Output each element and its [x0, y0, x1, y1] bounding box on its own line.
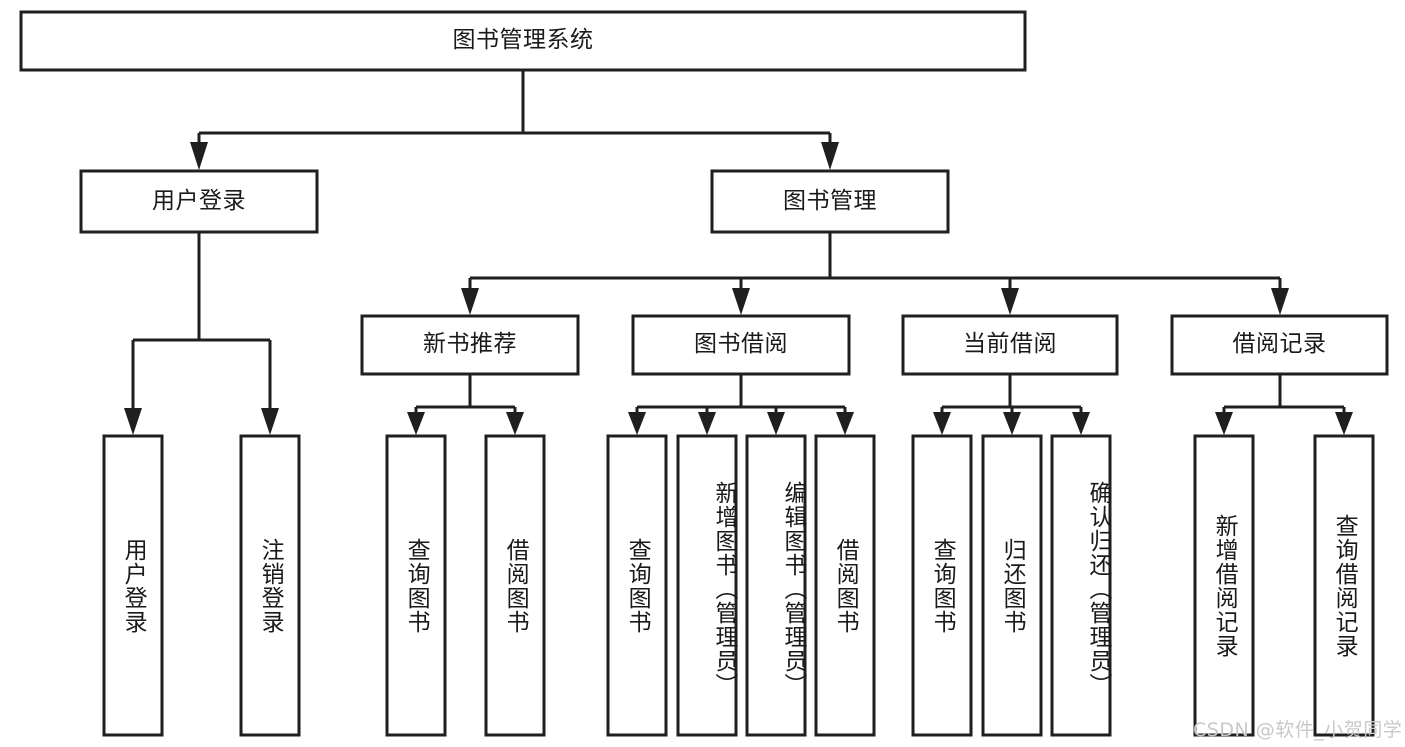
edge-currentborrow-to-leaves — [933, 374, 1090, 435]
box-borrow-record[interactable] — [1170, 314, 1389, 376]
box-leaf-query-book-2[interactable] — [606, 434, 668, 737]
box-leaf-confirm-return[interactable] — [1050, 434, 1112, 737]
box-leaf-borrow-book-2[interactable] — [814, 434, 876, 737]
edge-userlogin-to-leaves — [124, 232, 279, 435]
edge-bookmgmt-to-level3 — [461, 232, 1289, 315]
box-leaf-user-login[interactable] — [102, 434, 164, 737]
box-current-borrow[interactable] — [901, 314, 1119, 376]
box-user-login[interactable] — [79, 169, 319, 234]
box-book-management[interactable] — [710, 169, 950, 234]
edge-borrowrecord-to-leaves — [1215, 374, 1353, 435]
box-leaf-user-logout[interactable] — [239, 434, 301, 737]
edge-newbook-to-leaves — [407, 374, 524, 435]
box-leaf-return-book[interactable] — [981, 434, 1043, 737]
box-leaf-add-record[interactable] — [1193, 434, 1255, 737]
box-leaf-add-book[interactable] — [676, 434, 738, 737]
box-leaf-query-book-3[interactable] — [911, 434, 973, 737]
box-book-borrow[interactable] — [631, 314, 851, 376]
edge-bookborrow-to-leaves — [628, 374, 854, 435]
box-new-book-recommend[interactable] — [360, 314, 580, 376]
edge-root-to-level2 — [190, 70, 839, 170]
box-leaf-query-book-1[interactable] — [385, 434, 447, 737]
box-leaf-borrow-book-1[interactable] — [484, 434, 546, 737]
box-leaf-edit-book[interactable] — [745, 434, 807, 737]
box-leaf-query-record[interactable] — [1313, 434, 1375, 737]
box-root-system[interactable] — [19, 10, 1027, 72]
